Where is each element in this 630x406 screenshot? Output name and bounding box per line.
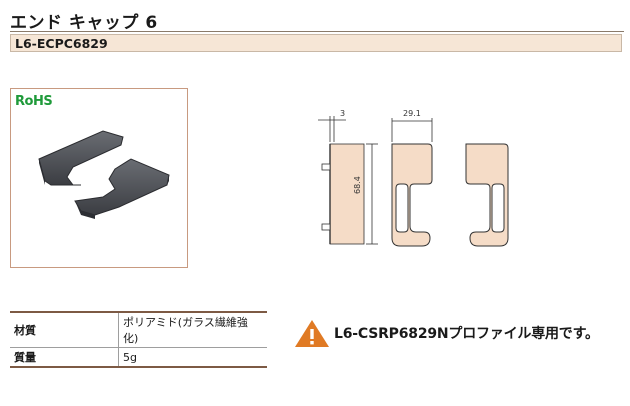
end-cap-photo: [38, 130, 170, 219]
page-title: エンド キャップ 6: [10, 13, 158, 33]
table-row: 材質 ポリアミド(ガラス繊維強化): [10, 311, 267, 348]
rohs-badge: RoHS: [15, 94, 53, 109]
product-code-bar: L6-ECPC6829: [10, 34, 622, 52]
compatibility-note: L6-CSRP6829Nプロファイル専用です。: [294, 318, 599, 348]
side-view: [318, 116, 378, 245]
warning-triangle-icon: [295, 320, 329, 347]
spec-label-material: 材質: [10, 311, 119, 348]
back-view: [465, 143, 509, 247]
compatibility-note-text: L6-CSRP6829Nプロファイル専用です。: [334, 326, 599, 342]
spec-table: 材質 ポリアミド(ガラス繊維強化) 質量 5g: [10, 311, 267, 368]
technical-drawing: 3 68.4 29.1: [318, 109, 509, 247]
height-label: 68.4: [353, 176, 362, 194]
table-row: 質量 5g: [10, 347, 267, 368]
product-photo-frame: RoHS: [10, 88, 188, 268]
front-view: [391, 143, 433, 247]
pin-width-label: 3: [340, 109, 345, 118]
spec-label-weight: 質量: [10, 347, 119, 368]
title-divider: [10, 31, 624, 32]
spec-value-weight: 5g: [118, 347, 267, 368]
spec-value-material: ポリアミド(ガラス繊維強化): [118, 311, 267, 348]
profile-width-label: 29.1: [403, 109, 421, 118]
